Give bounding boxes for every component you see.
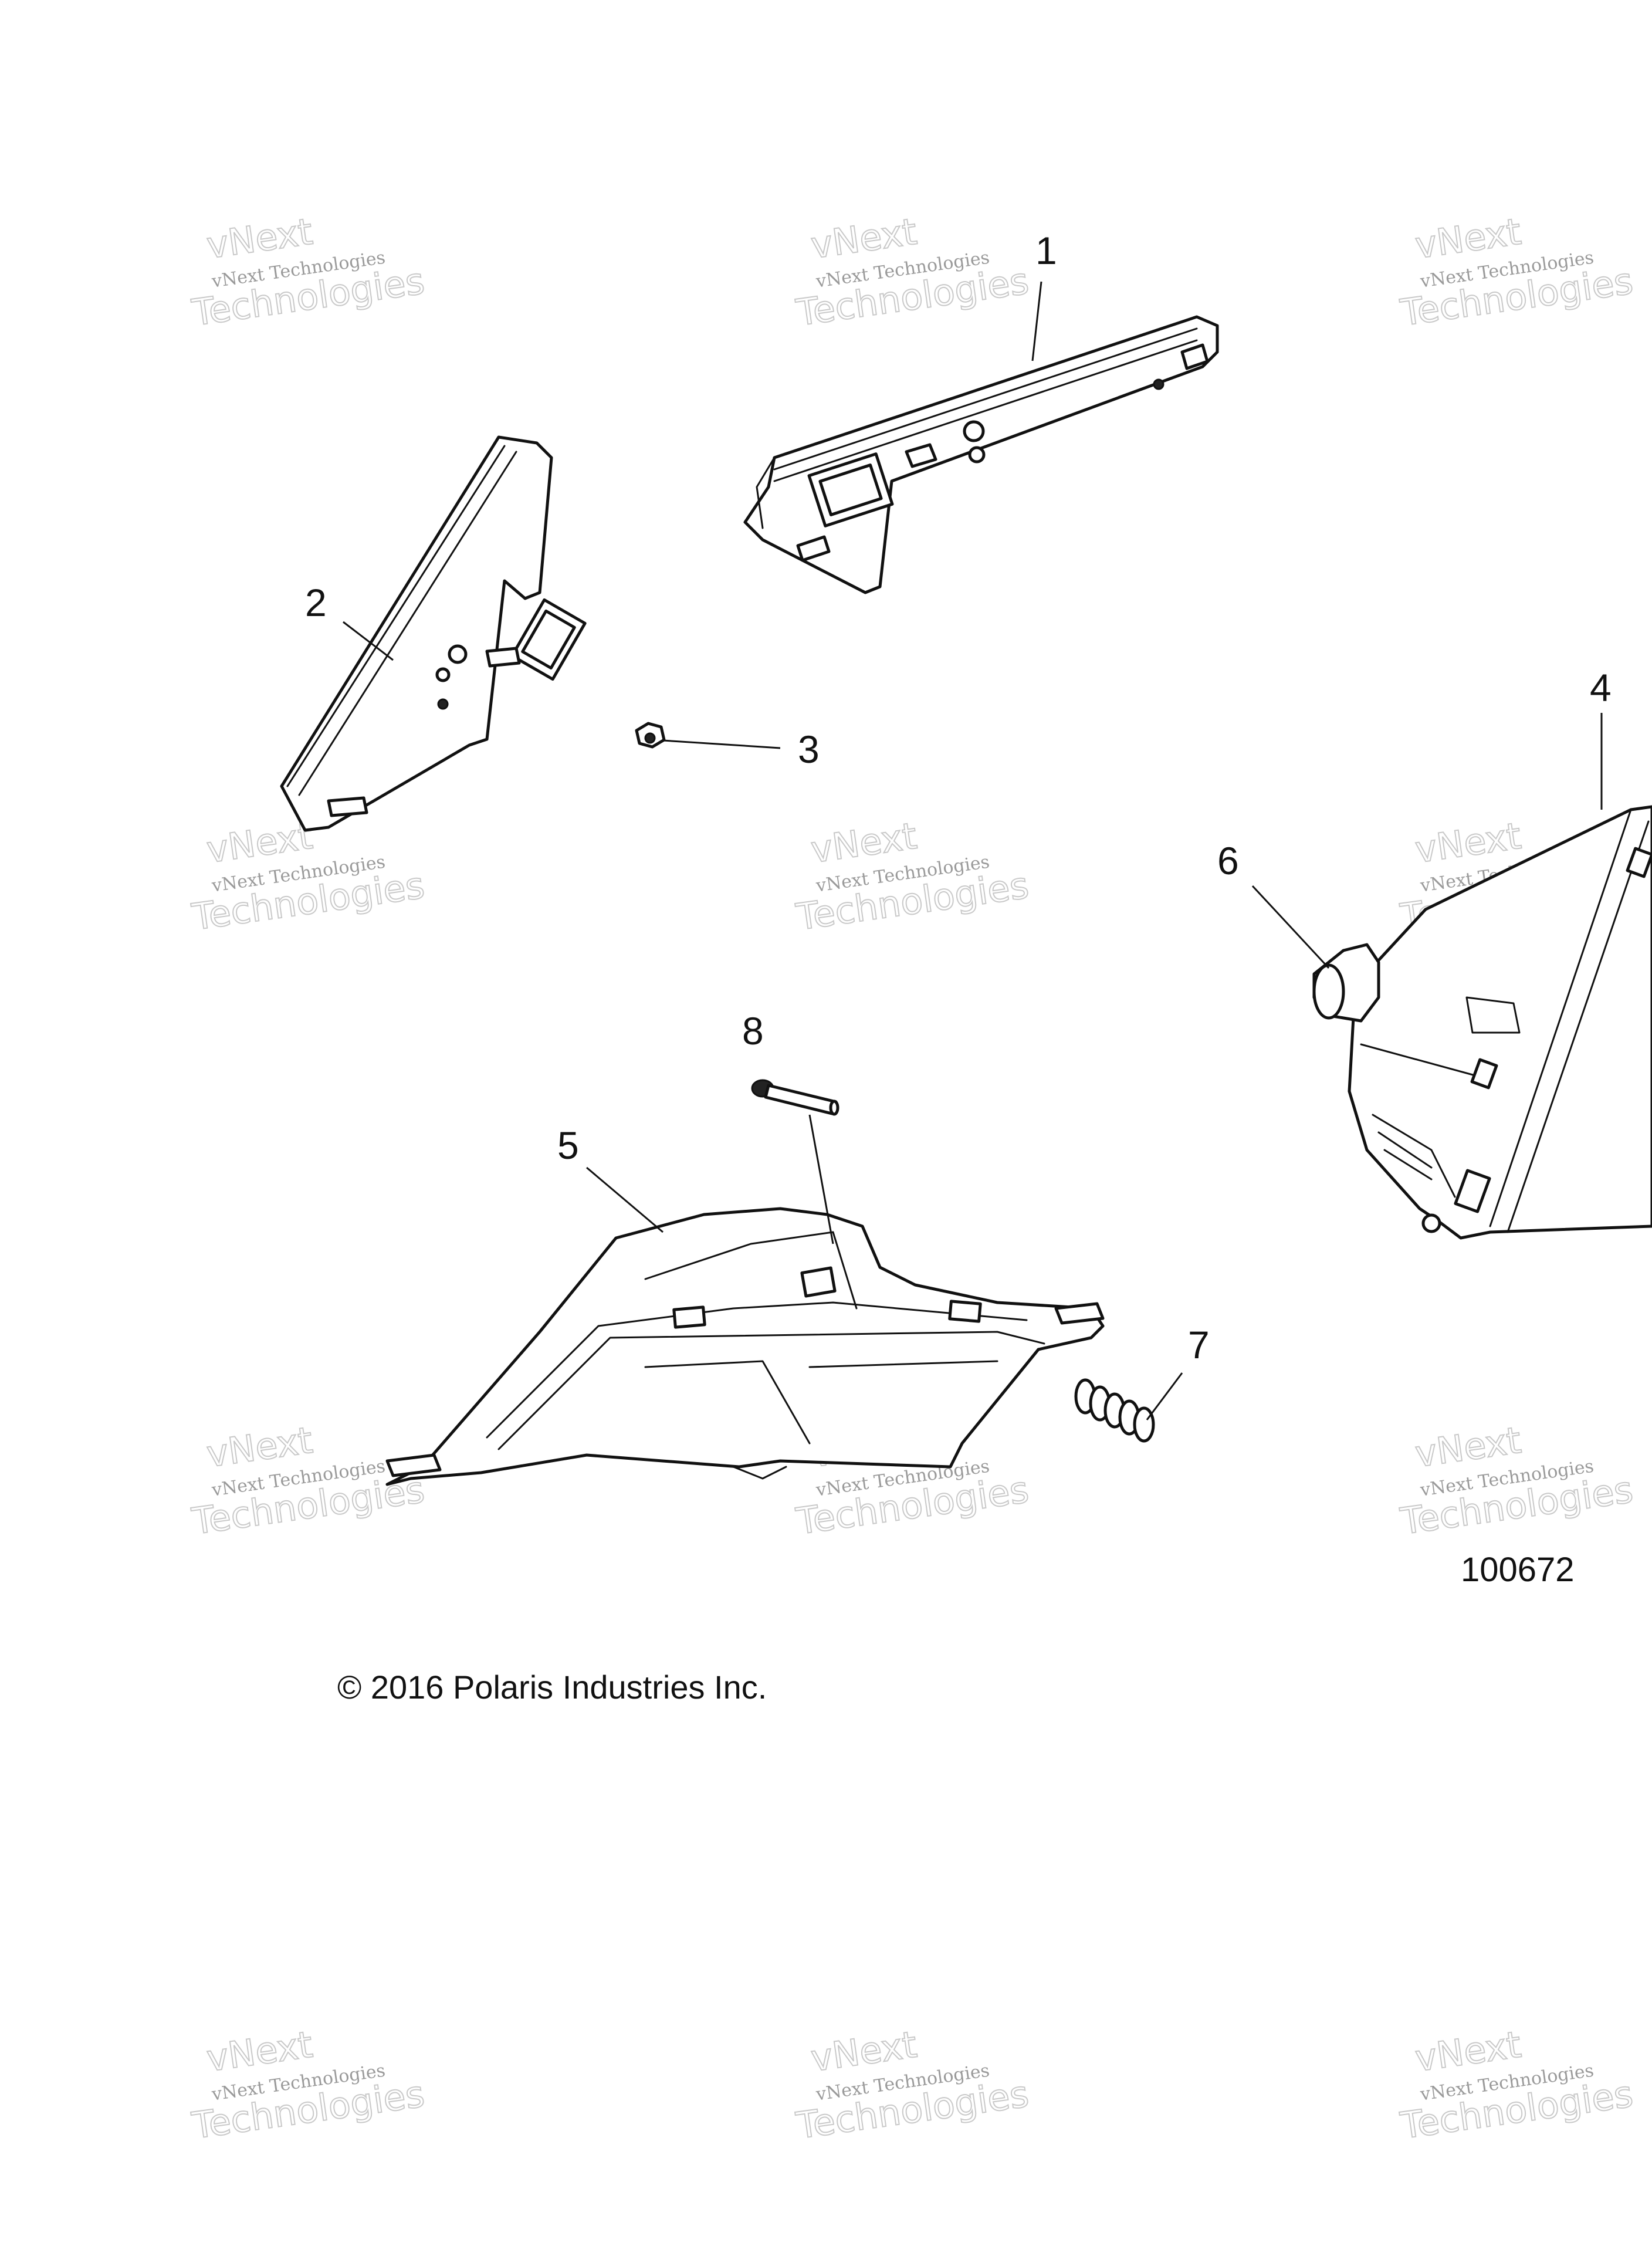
callout-5: 5 <box>557 1124 579 1167</box>
callout-2: 2 <box>305 581 327 624</box>
callout-8: 8 <box>742 1009 764 1053</box>
callout-6: 6 <box>1217 839 1239 882</box>
watermark: vNext vNext Technologies Technologies <box>793 2022 1032 2148</box>
watermark: vNext vNext Technologies Technologies <box>188 2022 428 2148</box>
part-8-screw <box>751 1079 839 1116</box>
callout-7: 7 <box>1188 1323 1210 1366</box>
callout-1: 1 <box>1035 229 1057 272</box>
svg-text:vNext: vNext <box>1413 2023 1524 2080</box>
svg-text:vNext: vNext <box>204 814 316 871</box>
part-4-headlight-assembly <box>1348 805 1652 1240</box>
svg-text:vNext: vNext <box>808 814 920 871</box>
watermark: vNext vNext Technologies Technologies <box>1397 2022 1636 2148</box>
part-3-nut <box>635 722 666 749</box>
part-6-bulb <box>1312 943 1380 1023</box>
watermark: vNext vNext Technologies Technologies <box>1397 209 1636 335</box>
part-5-marker-light <box>385 1207 1105 1486</box>
diagram-reference-number: 100672 <box>1461 1551 1575 1589</box>
svg-text:vNext: vNext <box>808 2023 920 2080</box>
callout-4: 4 <box>1590 666 1612 709</box>
part-2-light-bracket <box>280 435 587 832</box>
callout-3: 3 <box>798 728 820 771</box>
svg-text:vNext: vNext <box>1413 814 1524 871</box>
svg-text:vNext: vNext <box>1413 210 1524 267</box>
copyright-notice: © 2016 Polaris Industries Inc. <box>337 1669 767 1706</box>
svg-text:vNext: vNext <box>204 210 316 267</box>
svg-text:vNext: vNext <box>1413 1419 1524 1476</box>
part-1-light-bracket <box>743 315 1219 594</box>
callout-labels: 1 2 3 4 5 6 7 8 <box>305 229 1612 1366</box>
svg-text:vNext: vNext <box>808 210 920 267</box>
part-7-spring <box>1074 1378 1155 1443</box>
watermark: vNext vNext Technologies Technologies <box>1397 1418 1636 1544</box>
leader-lines <box>343 281 1603 1420</box>
svg-text:vNext: vNext <box>204 2023 316 2080</box>
svg-text:vNext: vNext <box>204 1419 316 1476</box>
watermark: vNext vNext Technologies Technologies <box>793 814 1032 939</box>
watermark: vNext vNext Technologies Technologies <box>188 209 428 335</box>
watermark: vNext vNext Technologies Technologies <box>793 209 1032 335</box>
watermark: vNext vNext Technologies Technologies <box>188 1418 428 1544</box>
